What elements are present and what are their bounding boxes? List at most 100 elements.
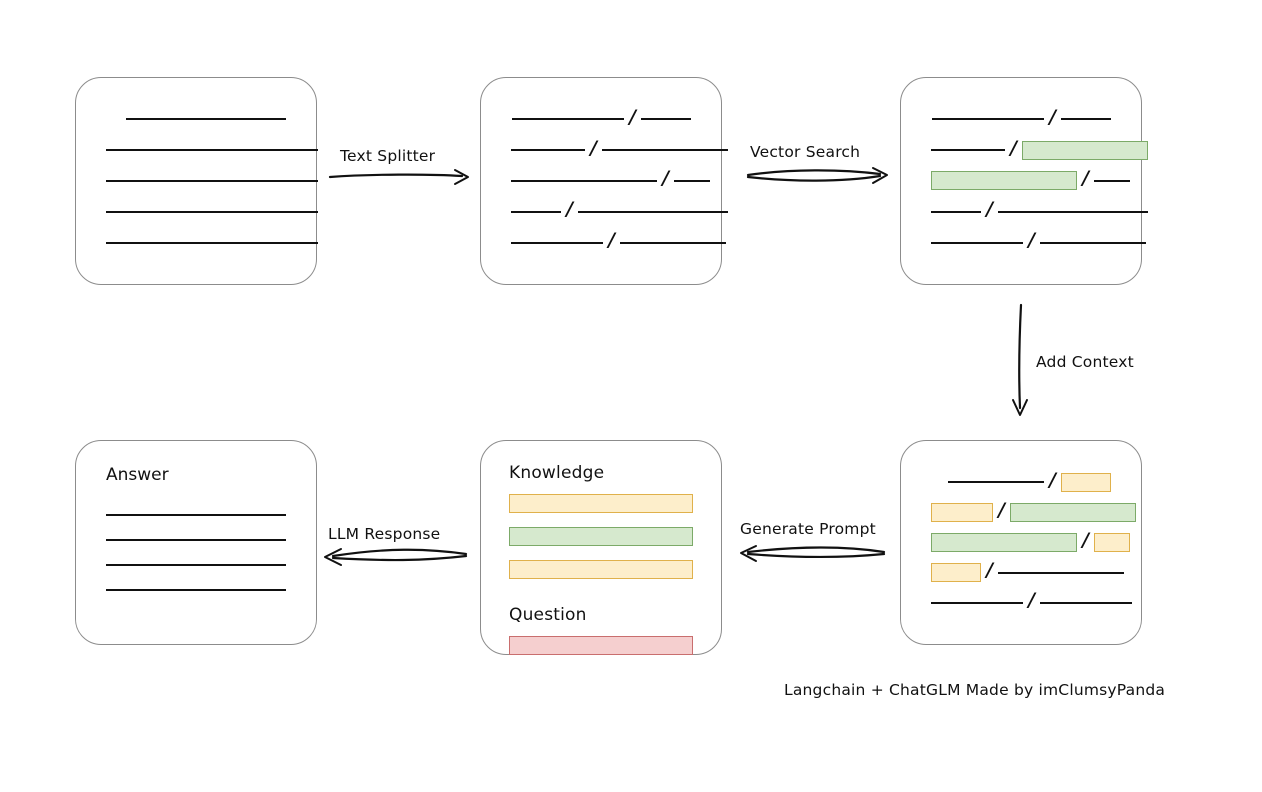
text-line-segment xyxy=(997,210,1148,213)
node-matched-document[interactable]: / / / / / xyxy=(900,77,1148,285)
document-row: / xyxy=(931,105,1111,130)
text-line-segment xyxy=(577,210,728,213)
highlight-chunk-green xyxy=(1009,502,1136,522)
answer-line xyxy=(106,514,286,516)
node-split-document[interactable]: / / / / / xyxy=(480,77,728,285)
text-line-segment xyxy=(641,118,691,121)
text-line-segment xyxy=(673,179,710,182)
document-row: / xyxy=(511,105,691,130)
slash-separator: / xyxy=(1049,468,1056,491)
document-row: / xyxy=(511,229,726,254)
text-line-segment xyxy=(1093,179,1130,182)
text-line-segment xyxy=(106,241,318,244)
prompt-bar-yellow xyxy=(509,494,693,513)
slash-separator: / xyxy=(1082,167,1089,190)
document-row xyxy=(106,232,318,254)
document-row: / xyxy=(931,167,1130,192)
text-line-segment xyxy=(601,149,728,152)
text-line-segment xyxy=(948,481,1045,484)
slash-separator: / xyxy=(590,136,597,159)
document-row: / xyxy=(931,136,1148,161)
text-line-segment xyxy=(511,210,561,213)
edge-label-text-splitter: Text Splitter xyxy=(340,147,436,165)
slash-separator: / xyxy=(1028,589,1035,612)
document-row: / xyxy=(511,136,728,161)
arrow-text-splitter xyxy=(328,169,469,185)
footer-credit: Langchain + ChatGLM Made by imClumsyPand… xyxy=(784,681,1166,699)
context-document-lines: / / / / / xyxy=(931,467,1136,618)
question-bar-list xyxy=(509,636,693,669)
slash-separator: / xyxy=(986,198,993,221)
slash-separator: / xyxy=(629,105,636,128)
highlight-chunk-green xyxy=(931,171,1077,191)
text-line-segment xyxy=(931,149,1005,152)
highlight-chunk-green xyxy=(931,532,1077,552)
row-list: / / / / / xyxy=(931,104,1148,258)
document-row xyxy=(106,108,286,130)
document-row xyxy=(106,170,318,192)
answer-body: Answer xyxy=(106,465,286,620)
slash-separator: / xyxy=(566,198,573,221)
highlight-chunk-yellow xyxy=(931,502,993,522)
document-row: / xyxy=(931,589,1132,614)
slash-separator: / xyxy=(608,229,615,252)
document-row: / xyxy=(511,167,710,192)
slash-separator: / xyxy=(986,559,993,582)
prompt-bar-yellow xyxy=(509,560,693,579)
row-list xyxy=(106,104,318,258)
text-line-segment xyxy=(931,241,1023,244)
slash-separator: / xyxy=(1049,105,1056,128)
document-row xyxy=(106,139,318,161)
slash-separator: / xyxy=(998,498,1005,521)
node-context-document[interactable]: / / / / / xyxy=(900,440,1142,645)
edge-label-add-context: Add Context xyxy=(1036,353,1134,371)
knowledge-label: Knowledge xyxy=(509,463,605,483)
slash-separator: / xyxy=(1028,229,1035,252)
text-line-segment xyxy=(511,179,657,182)
text-line-segment xyxy=(997,571,1124,574)
document-row: / xyxy=(511,198,728,223)
highlight-chunk-green xyxy=(1021,140,1148,160)
node-answer[interactable]: Answer xyxy=(75,440,317,645)
text-line-segment xyxy=(1039,241,1146,244)
text-line-segment xyxy=(1061,118,1111,121)
question-label: Question xyxy=(509,605,587,625)
text-line-segment xyxy=(931,210,981,213)
node-prompt[interactable]: Knowledge Question xyxy=(480,440,722,655)
prompt-bar-red xyxy=(509,636,693,655)
document-row xyxy=(106,201,318,223)
document-row: / xyxy=(931,559,1124,584)
edge-label-llm-response: LLM Response xyxy=(328,525,441,543)
row-list: / / / / / xyxy=(931,467,1136,618)
answer-line xyxy=(106,564,286,566)
highlight-chunk-yellow xyxy=(1093,532,1130,552)
text-line-segment xyxy=(106,179,318,182)
highlight-chunk-yellow xyxy=(931,563,981,583)
highlight-chunk-yellow xyxy=(1061,472,1111,492)
answer-line xyxy=(106,589,286,591)
node-source-document[interactable] xyxy=(75,77,318,285)
slash-separator: / xyxy=(662,167,669,190)
slash-separator: / xyxy=(1010,136,1017,159)
document-row: / xyxy=(931,498,1136,523)
text-line-segment xyxy=(932,118,1045,121)
text-line-segment xyxy=(106,149,318,152)
answer-title: Answer xyxy=(106,465,169,485)
arrow-llm-response xyxy=(324,548,468,566)
prompt-body: Knowledge Question xyxy=(509,463,693,655)
text-line-segment xyxy=(511,241,603,244)
text-line-segment xyxy=(126,118,286,121)
knowledge-bar-list xyxy=(509,494,693,593)
prompt-bar-green xyxy=(509,527,693,546)
document-row: / xyxy=(931,528,1130,553)
text-line-segment xyxy=(511,149,585,152)
document-row: / xyxy=(931,229,1146,254)
source-document-lines xyxy=(106,104,318,258)
text-line-segment xyxy=(512,118,625,121)
slash-separator: / xyxy=(1082,528,1089,551)
document-row: / xyxy=(931,468,1111,493)
edge-label-vector-search: Vector Search xyxy=(750,143,861,161)
text-line-segment xyxy=(619,241,726,244)
split-document-lines: / / / / / xyxy=(511,104,728,258)
